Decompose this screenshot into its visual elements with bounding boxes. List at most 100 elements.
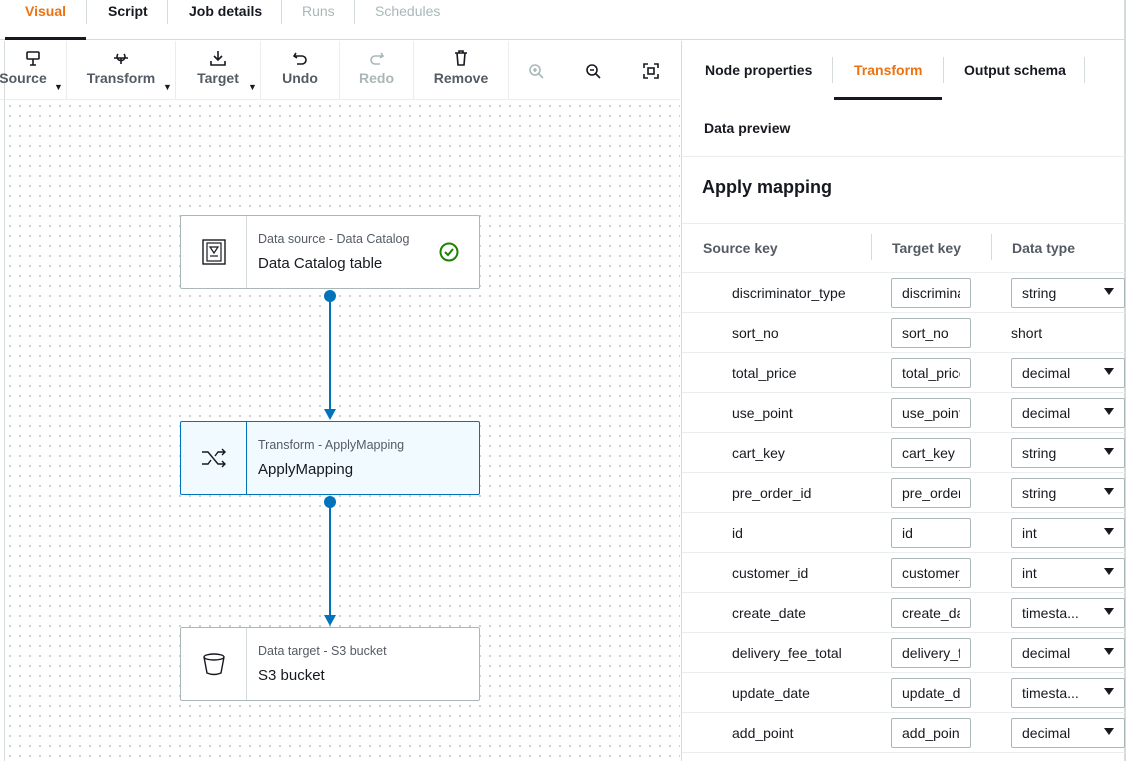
source-key-cell: discriminator_type [732,285,846,301]
caret-down-icon [1104,488,1114,495]
active-tab-indicator [834,97,942,100]
data-type-value: int [1022,565,1037,581]
source-key-cell: delivery_fee_total [732,645,842,661]
undo-icon [292,52,307,65]
tab-divider [832,57,833,83]
data-type-select[interactable]: string [1011,478,1125,508]
canvas-toolbar: Source ▼ Transform ▼ Target ▼ Undo Redo … [0,41,680,100]
source-key-cell: update_date [732,685,810,701]
tab-data-preview[interactable]: Data preview [704,120,791,136]
target-key-input[interactable] [891,598,971,628]
data-type-select[interactable]: int [1011,518,1125,548]
column-header-target-key: Target key [892,240,961,256]
zoom-in-icon [529,64,544,79]
remove-label: Remove [433,70,489,86]
column-divider [991,234,992,260]
tab-schedules[interactable]: Schedules [375,3,441,19]
target-key-input[interactable] [891,558,971,588]
node-data-source[interactable]: Data source - Data Catalog Data Catalog … [180,215,480,289]
redo-label: Redo [359,70,394,86]
source-key-cell: cart_key [732,445,785,461]
source-label: Source [0,70,47,86]
target-key-input[interactable] [891,638,971,668]
data-type-select[interactable]: string [1011,278,1125,308]
target-key-input[interactable] [891,478,971,508]
tab-runs[interactable]: Runs [302,3,335,19]
data-type-select[interactable]: int [1011,558,1125,588]
data-type-select[interactable]: string [1011,438,1125,468]
tab-divider [354,0,355,24]
data-type-select[interactable]: timesta... [1011,598,1125,628]
node-details-panel: Node properties Transform Output schema … [681,41,1125,761]
caret-down-icon [1104,448,1114,455]
caret-down-icon [1104,408,1114,415]
node-title: Data Catalog table [258,255,383,272]
tab-output-schema[interactable]: Output schema [964,62,1066,78]
target-dropdown-button[interactable]: Target ▼ [176,41,260,100]
caret-down-icon [1104,608,1114,615]
data-type-value: string [1022,285,1057,301]
fit-to-screen-button[interactable] [635,41,667,100]
toolbar-divider [260,41,261,100]
target-key-input[interactable] [891,518,971,548]
right-edge-border [1124,0,1126,761]
table-row: cart_key string [682,433,1125,473]
target-key-input[interactable] [891,438,971,468]
redo-button[interactable]: Redo [340,41,413,100]
data-type-select[interactable]: decimal [1011,638,1125,668]
bucket-icon [181,628,247,700]
source-icon [26,51,40,66]
caret-down-icon [1104,528,1114,535]
caret-down-icon [1104,288,1114,295]
tab-visual[interactable]: Visual [25,3,66,19]
zoom-out-button[interactable] [577,41,609,100]
node-subtitle: Data source - Data Catalog [258,232,410,246]
catalog-table-icon [181,216,247,288]
column-header-data-type: Data type [1012,240,1076,256]
section-heading: Apply mapping [702,177,832,197]
undo-button[interactable]: Undo [261,41,339,100]
data-type-select[interactable]: timesta... [1011,678,1125,708]
tab-node-properties[interactable]: Node properties [705,62,813,78]
source-key-cell: create_date [732,605,806,621]
data-type-value: decimal [1022,645,1071,661]
panel-divider [682,156,1125,157]
node-transform[interactable]: Transform - ApplyMapping ApplyMapping [180,421,480,495]
tab-job-details[interactable]: Job details [189,3,263,19]
table-row: add_point decimal [682,713,1125,753]
tab-transform[interactable]: Transform [854,62,923,78]
data-type-value: decimal [1022,405,1071,421]
zoom-in-button[interactable] [520,41,552,100]
toolbar-divider [508,41,509,100]
transform-label: Transform [86,70,156,86]
source-dropdown-button[interactable]: Source ▼ [0,41,66,100]
edge-transform-to-target[interactable] [324,496,336,626]
data-type-select[interactable]: decimal [1011,398,1125,428]
tab-script[interactable]: Script [108,3,148,19]
data-type-value: short [1011,325,1043,341]
edge-source-to-transform[interactable] [324,290,336,420]
data-type-value: string [1022,485,1057,501]
node-data-target[interactable]: Data target - S3 bucket S3 bucket [180,627,480,701]
source-key-cell: id [732,525,743,541]
caret-down-icon [1104,568,1114,575]
data-type-select[interactable]: decimal [1011,358,1125,388]
target-key-input[interactable] [891,398,971,428]
transform-dropdown-button[interactable]: Transform ▼ [67,41,175,100]
source-key-cell: add_point [732,725,794,741]
target-key-input[interactable] [891,678,971,708]
redo-icon [369,52,384,65]
target-key-input[interactable] [891,358,971,388]
target-key-input[interactable] [891,318,971,348]
remove-button[interactable]: Remove [414,41,508,100]
target-key-input[interactable] [891,718,971,748]
data-type-select[interactable]: decimal [1011,718,1125,748]
caret-down-icon [1104,368,1114,375]
tab-divider [1084,57,1085,83]
target-key-input[interactable] [891,278,971,308]
node-subtitle: Transform - ApplyMapping [258,438,405,452]
table-row: create_date timesta... [682,593,1125,633]
